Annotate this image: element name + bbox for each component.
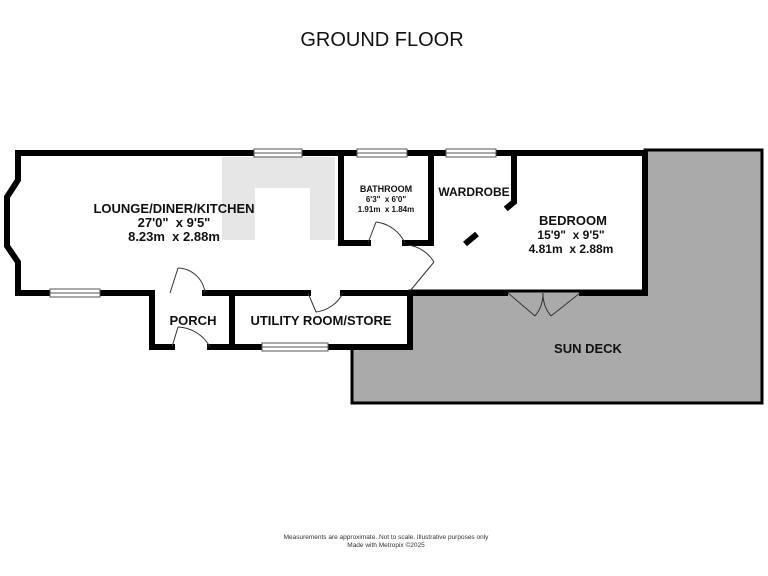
- porch-outer-door: [171, 326, 179, 348]
- sun-deck-label: SUN DECK: [554, 341, 623, 356]
- bedroom-label: BEDROOM: [539, 213, 607, 228]
- porch-label: PORCH: [170, 313, 217, 328]
- porch-inner-door: [169, 267, 179, 294]
- bathroom-door: [367, 221, 377, 244]
- bathroom-label: BATHROOM: [360, 184, 412, 194]
- lounge-top-wall: [15, 150, 648, 296]
- lounge-label: LOUNGE/DINER/KITCHEN: [93, 201, 254, 216]
- bedroom-imperial: 15'9" x 9'5": [537, 228, 604, 242]
- floor-title: GROUND FLOOR: [300, 29, 463, 51]
- bathroom-imperial: 6'3" x 6'0": [366, 195, 407, 204]
- utility-label: UTILITY ROOM/STORE: [250, 313, 391, 328]
- bedroom-double-door: [507, 292, 536, 317]
- credit-text: Made with Metropix ©2025: [347, 541, 425, 549]
- porch-wall: [149, 290, 175, 350]
- disclaimer-text: Measurements are approximate. Not to sca…: [284, 534, 490, 541]
- lounge-side-door: [409, 261, 435, 292]
- kitchen-area: [222, 157, 335, 240]
- utility-door: [307, 292, 317, 313]
- bathroom-metric: 1.91m x 1.84m: [358, 205, 414, 214]
- lounge-metric: 8.23m x 2.88m: [128, 229, 220, 244]
- wardrobe-right-wall: [503, 150, 517, 212]
- utility-bottom-wall-right: [327, 290, 413, 350]
- lounge-imperial: 27'0" x 9'5": [138, 215, 211, 230]
- sun-deck-area: [350, 148, 764, 405]
- bathroom-right-wall: [402, 150, 434, 246]
- lounge-outer-wall: [4, 150, 155, 296]
- bedroom-metric: 4.81m x 2.88m: [529, 242, 614, 256]
- wardrobe-label: WARDROBE: [438, 185, 509, 199]
- wardrobe-return-wall: [463, 231, 479, 247]
- bathroom-left-wall: [338, 150, 371, 246]
